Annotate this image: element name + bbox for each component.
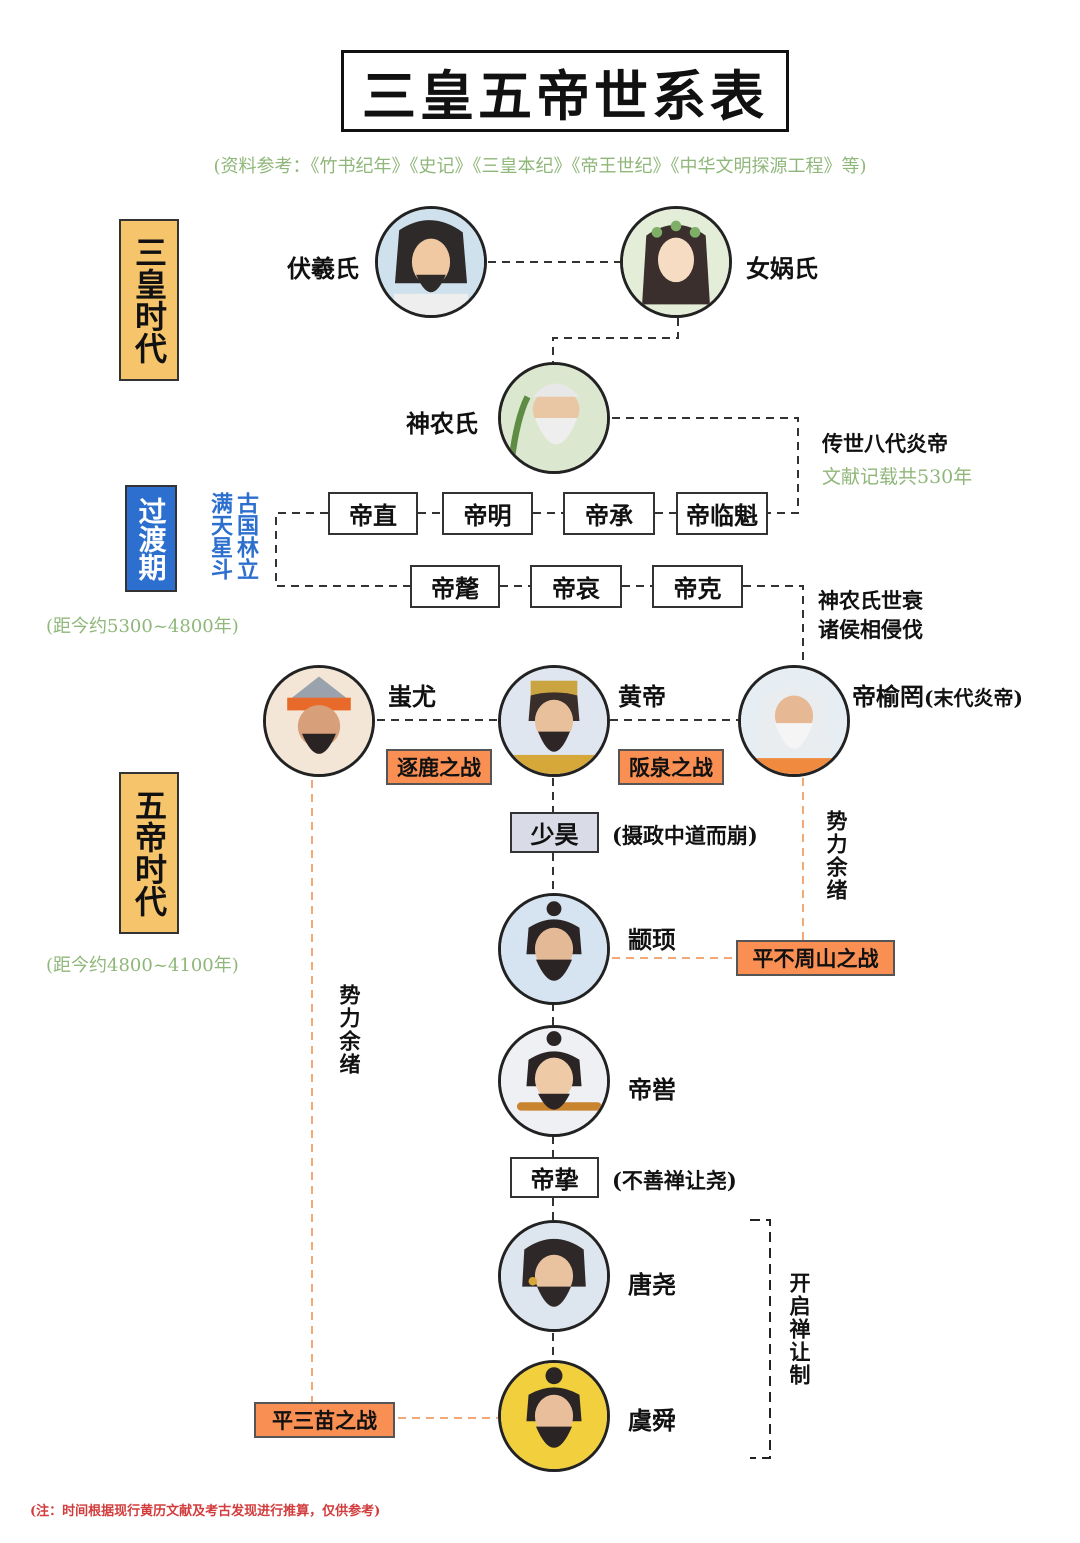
portrait-diku	[498, 1025, 610, 1137]
dizhi-note: (不善禅让尧)	[612, 1168, 737, 1193]
ruler-box: 帝哀	[530, 565, 622, 608]
portrait-shennong	[498, 362, 610, 474]
ruler-box: 帝氂	[410, 565, 500, 608]
era-guodu-label: 过渡期	[134, 496, 168, 581]
poem-text: 古国林立满天星斗	[207, 492, 259, 580]
note-shili-right: 势力余绪	[824, 810, 849, 902]
page-title: 三皇五帝世系表	[341, 50, 789, 132]
era-sanhuang-label: 三皇时代	[130, 236, 168, 364]
name-tangyao: 唐尧	[628, 1270, 676, 1299]
dizhi-box: 帝挚	[510, 1157, 599, 1198]
era-guodu: 过渡期	[125, 485, 177, 592]
portrait-yushun	[498, 1360, 610, 1472]
note-shanrang: 开启禅让制	[787, 1272, 812, 1387]
name-shennong: 神农氏	[406, 409, 478, 438]
battle-sanmiao: 平三苗之战	[254, 1402, 395, 1438]
ruler-box: 帝克	[652, 565, 743, 608]
shaohao-box: 少昊	[510, 812, 599, 853]
references: (资料参考：《竹书纪年》《史记》《三皇本纪》《帝王世纪》《中华文明探源工程》等)	[213, 156, 867, 177]
wudi-date: (距今约4800~4100年)	[46, 955, 239, 976]
ruler-box: 帝直	[328, 492, 418, 535]
battle-banquan: 阪泉之战	[618, 749, 724, 785]
name-fuxi: 伏羲氏	[287, 254, 359, 283]
portrait-nvwa	[620, 206, 732, 318]
portrait-fuxi	[375, 206, 487, 318]
guodu-date: (距今约5300~4800年)	[46, 616, 239, 637]
note-decline-2: 诸侯相侵伐	[818, 617, 923, 642]
name-chiyou: 蚩尤	[388, 682, 436, 711]
battle-buzhou: 平不周山之战	[736, 940, 895, 976]
note-shili-left: 势力余绪	[337, 984, 362, 1076]
name-zhuanxu: 颛顼	[628, 925, 676, 954]
shaohao-note: (摄政中道而崩)	[612, 823, 758, 848]
note-yandi-years: 文献记载共530年	[822, 466, 973, 488]
era-sanhuang: 三皇时代	[119, 219, 179, 381]
ruler-box: 帝承	[563, 492, 655, 535]
era-wudi-label: 五帝时代	[130, 789, 168, 917]
ruler-box: 帝临魁	[676, 492, 768, 535]
portrait-tangyao	[498, 1220, 610, 1332]
name-yuwang-text: 帝榆罔	[852, 682, 924, 711]
footnote: (注：时间根据现行黄历文献及考古发现进行推算，仅供参考)	[30, 1504, 381, 1519]
portrait-chiyou	[263, 665, 375, 777]
ruler-box: 帝明	[442, 492, 533, 535]
name-yuwang-note: (末代炎帝)	[924, 686, 1023, 710]
note-yandi-line: 传世八代炎帝	[822, 431, 948, 456]
note-decline-1: 神农氏世衰	[818, 588, 923, 613]
name-huangdi: 黄帝	[618, 682, 666, 711]
portrait-zhuanxu	[498, 893, 610, 1005]
name-yushun: 虞舜	[628, 1406, 676, 1435]
portrait-huangdi	[498, 665, 610, 777]
portrait-yuwang	[738, 665, 850, 777]
name-yuwang: 帝榆罔(末代炎帝)	[852, 677, 1023, 712]
era-wudi: 五帝时代	[119, 772, 179, 934]
battle-zhuolu: 逐鹿之战	[386, 749, 492, 785]
name-diku: 帝喾	[628, 1075, 676, 1104]
name-nvwa: 女娲氏	[746, 254, 818, 283]
